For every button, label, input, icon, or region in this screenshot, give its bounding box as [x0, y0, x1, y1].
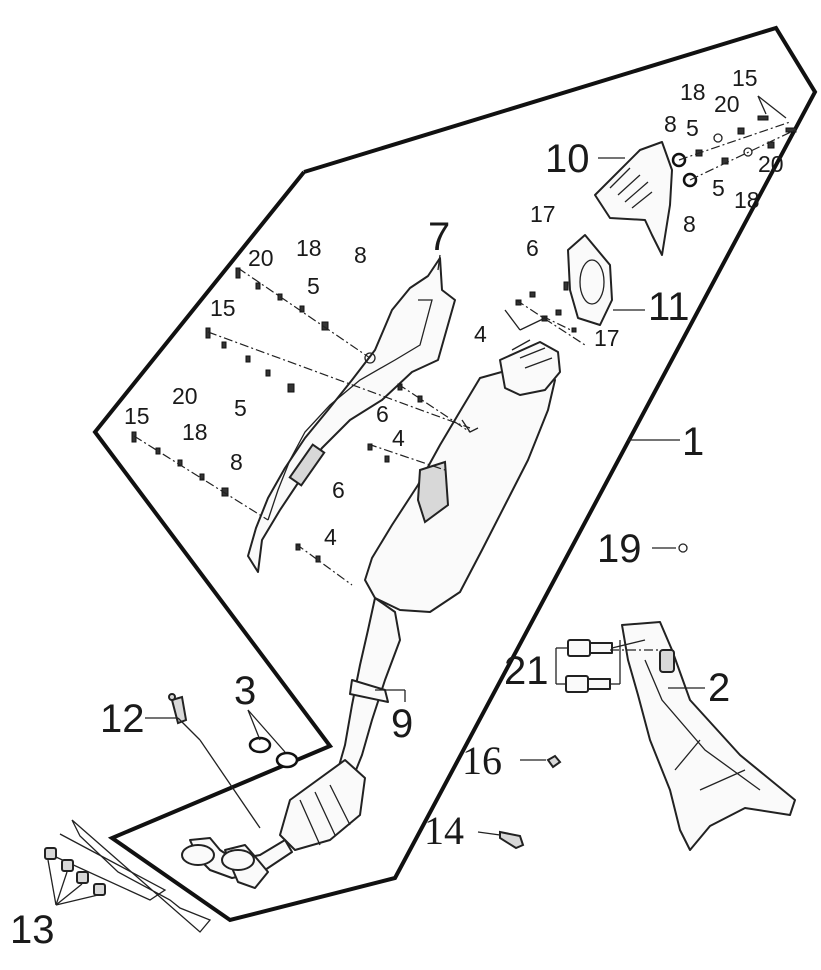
centre-lines [133, 121, 796, 651]
muffler-end [499, 341, 561, 396]
callout-4-b: 4 [324, 524, 337, 550]
callout-6-c: 6 [526, 235, 539, 261]
washer-19 [678, 543, 688, 553]
end-cap [594, 141, 673, 256]
muffler-bracket [416, 460, 450, 524]
nut-group-outline-inner [44, 833, 167, 901]
callout-18-a: 18 [296, 235, 322, 261]
bolt-14 [499, 830, 525, 850]
assembly-outline [92, 25, 818, 923]
callout-4-c: 4 [474, 321, 487, 347]
nut-group-outline [71, 819, 212, 933]
callout-14: 14 [424, 808, 464, 853]
callout-5-b: 5 [234, 395, 247, 421]
callout-20-d: 20 [758, 151, 784, 177]
callout-6-a: 6 [376, 401, 389, 427]
heat-shield-vent [288, 443, 326, 487]
heat-shield [247, 257, 456, 573]
callout-15-c: 15 [732, 65, 758, 91]
callout-5-d: 5 [712, 175, 725, 201]
callout-4-a: 4 [392, 425, 405, 451]
callout-20-c: 20 [714, 91, 740, 117]
callout-6-b: 6 [332, 477, 345, 503]
callout-9: 9 [391, 702, 413, 746]
callout-2: 2 [708, 666, 730, 710]
bracket-inner [644, 659, 761, 791]
callout-3: 3 [234, 669, 256, 713]
callout-20-a: 20 [248, 245, 274, 271]
end-cap-mesh [609, 167, 653, 209]
callout-5-c: 5 [686, 115, 699, 141]
callout-7: 7 [428, 215, 450, 259]
callout-19: 19 [597, 527, 642, 571]
muffler-outlet [511, 339, 553, 369]
callout-17-a: 17 [530, 201, 556, 227]
callout-17-b: 17 [594, 325, 620, 351]
header-pipe-left [189, 837, 293, 879]
callout-8-a: 8 [354, 242, 367, 268]
pipe-clamp [349, 679, 389, 703]
muffler-bracket-stay [621, 621, 796, 851]
callout-1: 1 [682, 420, 704, 464]
bracket-grommet [659, 649, 675, 673]
heat-shield-inner [267, 299, 433, 521]
callout-8-d: 8 [683, 211, 696, 237]
converter-ribs [299, 784, 351, 846]
callout-18-d: 18 [734, 187, 760, 213]
gasket-2 [275, 751, 299, 769]
callout-18-b: 18 [182, 419, 208, 445]
header-flange-right [221, 849, 255, 871]
callout-18-c: 18 [680, 79, 706, 105]
header-flange-left [181, 844, 215, 866]
callout-21: 21 [504, 649, 549, 693]
callout-20-b: 20 [172, 383, 198, 409]
callout-11: 11 [648, 285, 690, 329]
leader-lines [47, 95, 787, 906]
oxygen-sensor-tip [168, 693, 176, 701]
callout-16: 16 [462, 738, 502, 783]
endcap-gasket-plate [567, 234, 613, 326]
callout-15-a: 15 [210, 295, 236, 321]
bolt-21-upper [567, 639, 613, 657]
callout-8-c: 8 [664, 111, 677, 137]
gasket-1 [248, 736, 272, 754]
nut-16 [546, 754, 562, 769]
endcap-gasket-hole [579, 259, 605, 305]
callout-5-a: 5 [307, 273, 320, 299]
bolt-21-lower [565, 675, 611, 693]
callout-13: 13 [10, 908, 55, 952]
callout-15-b: 15 [124, 403, 150, 429]
callout-8-b: 8 [230, 449, 243, 475]
nuts-13 [44, 847, 106, 896]
callout-12: 12 [100, 697, 145, 741]
oxygen-sensor [170, 695, 188, 725]
muffler-body [364, 359, 556, 613]
heat-shield-hole [364, 352, 376, 364]
callout-10: 10 [545, 137, 590, 181]
catalytic-converter [279, 759, 366, 851]
